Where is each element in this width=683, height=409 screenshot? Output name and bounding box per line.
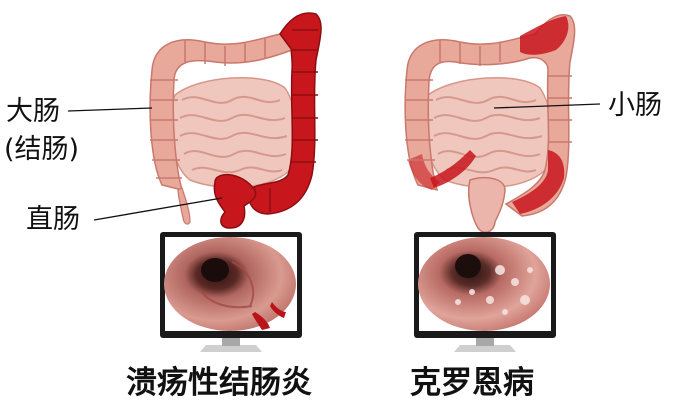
large-intestine-label: 大肠 [6,98,60,125]
right-intestine-diagram [405,15,575,232]
right-endoscopy-monitor [414,232,556,352]
left-endoscopy-monitor [160,232,302,352]
crohns-disease-caption: 克罗恩病 [410,368,534,399]
small-intestine-label: 小肠 [608,92,662,119]
rectum-label: 直肠 [26,206,80,233]
ulcerative-colitis-caption: 溃疡性结肠炎 [126,368,312,399]
left-endoscopy-view [164,237,296,331]
colon-paren-label: (结肠) [4,136,79,163]
rectum-pointer [94,198,222,220]
left-intestine-diagram [150,13,321,228]
right-endoscopy-view [418,237,550,331]
large-intestine-pointer [68,108,152,111]
